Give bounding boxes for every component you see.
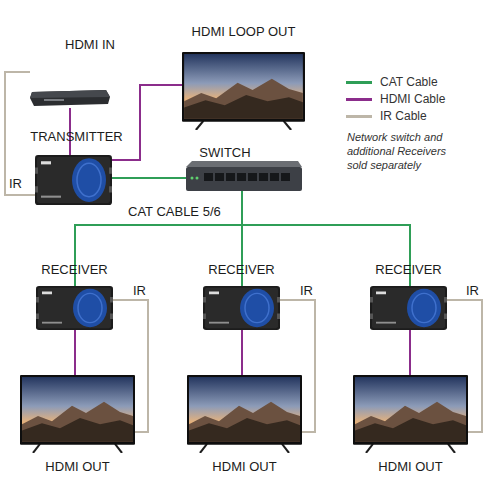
tv-screen (353, 375, 468, 453)
cable-type-label: CAT CABLE 5/6 (128, 204, 288, 219)
legend-swatch (346, 98, 372, 101)
device-box: HDMI LOOP OUT (182, 52, 305, 122)
cable-label: IR (300, 283, 313, 298)
note-text: Network switch and additional Receivers … (347, 130, 467, 172)
legend-swatch (346, 81, 372, 84)
legend-row: CAT Cable (346, 74, 496, 91)
device-label: RECEIVER (375, 262, 441, 277)
device-box: RECEIVER (203, 286, 280, 330)
cable-label: IR (133, 283, 146, 298)
device-box: HDMI IN (30, 66, 110, 108)
receiver-unit (36, 286, 113, 330)
cable-label: IR (9, 176, 22, 191)
legend-text: IR Cable (380, 109, 427, 123)
device-box: RECEIVER (370, 286, 447, 330)
tv-screen (20, 375, 135, 453)
device-box: HDMI OUT (20, 375, 135, 445)
cable-line (409, 330, 411, 375)
device-label: SWITCH (199, 145, 250, 160)
device-box: RECEIVER (36, 286, 113, 330)
legend-text: CAT Cable (380, 75, 438, 89)
device-label: HDMI OUT (212, 459, 276, 474)
legend-row: HDMI Cable (346, 91, 496, 108)
bluray-player (30, 90, 110, 106)
device-box: TRANSMITTER (35, 155, 112, 205)
network-switch (186, 161, 302, 191)
legend: CAT CableHDMI Cable IR Cable (346, 74, 496, 129)
legend-row: IR Cable (346, 108, 496, 125)
device-label: RECEIVER (41, 262, 107, 277)
device-box: HDMI OUT (353, 375, 468, 445)
cable-line (112, 177, 186, 179)
tv-screen (182, 52, 305, 130)
device-box: SWITCH (186, 161, 302, 191)
device-label: HDMI OUT (378, 459, 442, 474)
device-label: HDMI LOOP OUT (192, 24, 296, 39)
tv-screen (187, 375, 302, 453)
cable-label: IR (466, 283, 479, 298)
device-label: RECEIVER (208, 262, 274, 277)
device-label: HDMI IN (65, 37, 115, 52)
receiver-unit (203, 286, 280, 330)
device-label: HDMI OUT (45, 459, 109, 474)
legend-swatch (346, 115, 372, 118)
legend-text: HDMI Cable (380, 92, 445, 106)
cable-line (74, 330, 76, 375)
receiver-unit (370, 286, 447, 330)
cable-line (112, 85, 182, 160)
cable-line (241, 330, 243, 375)
device-label: TRANSMITTER (30, 129, 122, 144)
device-box: HDMI OUT (187, 375, 302, 445)
transmitter-unit (35, 155, 112, 205)
